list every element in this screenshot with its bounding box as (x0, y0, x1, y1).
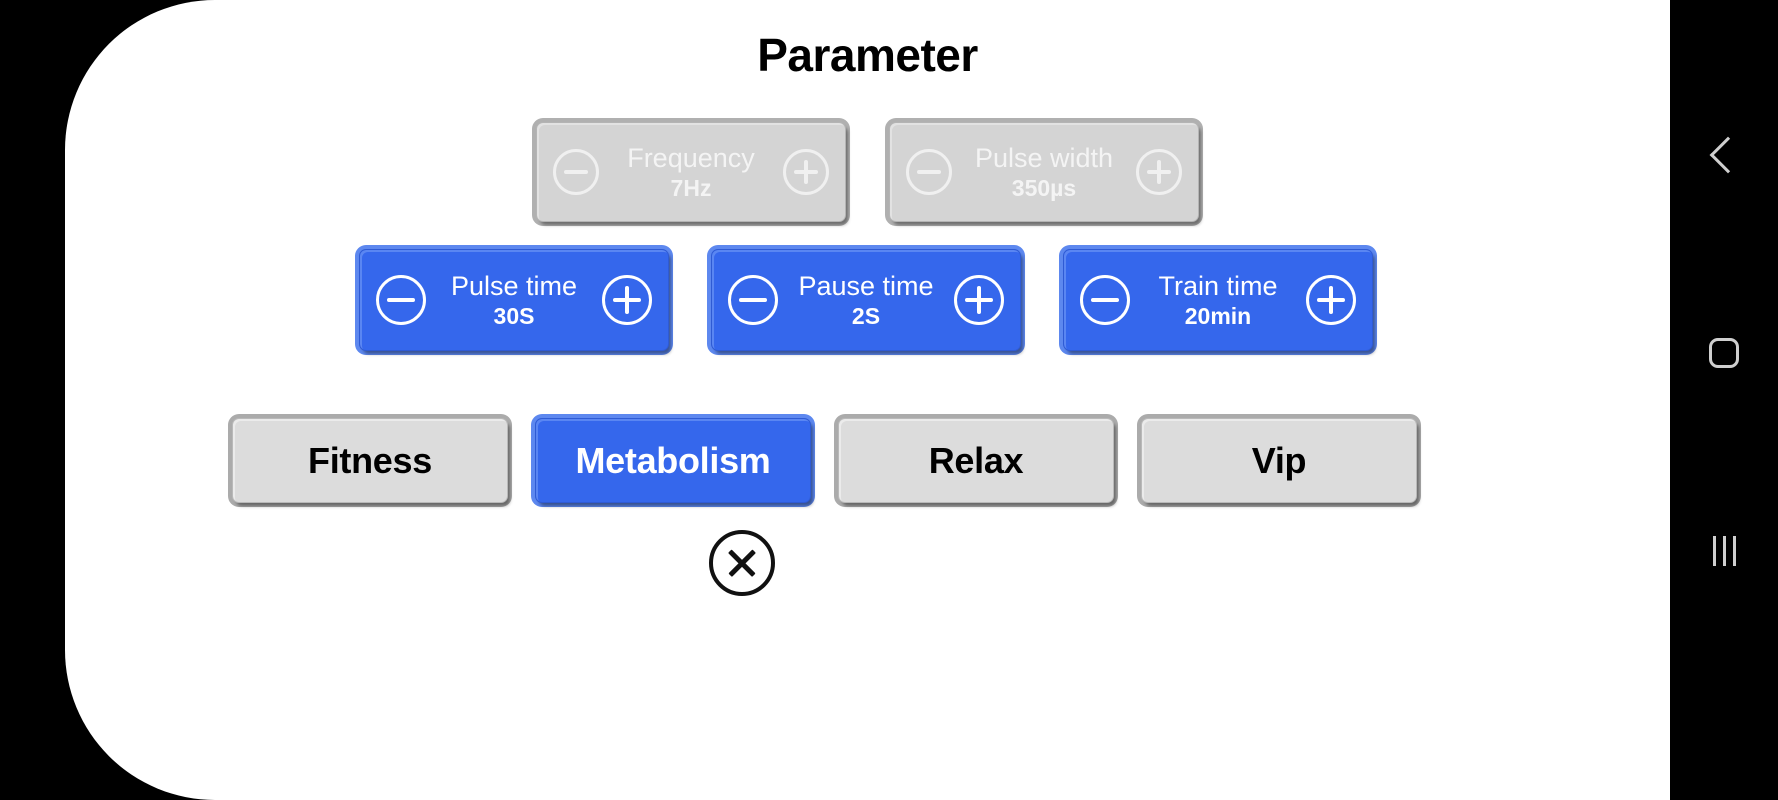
pulse-time-decrement-button[interactable] (376, 275, 426, 325)
chevron-left-icon (1709, 136, 1746, 174)
frequency-value: 7Hz (670, 174, 712, 201)
pulse-time-label: Pulse time (450, 270, 578, 301)
close-button[interactable] (709, 530, 775, 596)
minus-icon (916, 170, 942, 174)
train-time-decrement-button[interactable] (1080, 275, 1130, 325)
minus-icon (563, 170, 589, 174)
pause-time-value: 2S (851, 302, 881, 329)
train-time-value: 20min (1184, 302, 1252, 329)
plus-icon-vertical (804, 159, 808, 185)
mode-button-relax[interactable]: Relax (838, 418, 1114, 503)
pause-time-increment-button[interactable] (954, 275, 1004, 325)
stepper-pause-time[interactable]: Pause time 2S (711, 249, 1021, 351)
pulse-width-decrement-button[interactable] (906, 149, 952, 195)
pulse-time-value: 30S (493, 302, 535, 329)
frequency-labels: Frequency 7Hz (599, 142, 783, 201)
stepper-pulse-time[interactable]: Pulse time 30S (359, 249, 669, 351)
android-navigation-bar (1670, 0, 1778, 800)
pause-time-labels: Pause time 2S (778, 270, 954, 329)
nav-back-button[interactable] (1670, 122, 1778, 188)
minus-icon (739, 298, 767, 302)
train-time-increment-button[interactable] (1306, 275, 1356, 325)
stepper-frequency[interactable]: Frequency 7Hz (536, 122, 846, 222)
pause-time-label: Pause time (798, 270, 934, 301)
mode-button-metabolism[interactable]: Metabolism (535, 418, 811, 503)
plus-icon-vertical (977, 286, 981, 314)
parameter-row-primary: Frequency 7Hz Pulse width 350µs (536, 122, 1199, 222)
nav-home-button[interactable] (1670, 320, 1778, 386)
mode-selector: Fitness Metabolism Relax Vip (232, 418, 1417, 503)
pulse-time-labels: Pulse time 30S (426, 270, 602, 329)
mode-button-fitness[interactable]: Fitness (232, 418, 508, 503)
pause-time-decrement-button[interactable] (728, 275, 778, 325)
stepper-pulse-width[interactable]: Pulse width 350µs (889, 122, 1199, 222)
pulse-width-label: Pulse width (974, 142, 1114, 173)
frequency-label: Frequency (627, 142, 755, 173)
plus-icon-vertical (625, 286, 629, 314)
parameter-row-timing: Pulse time 30S Pause time 2S (359, 249, 1373, 351)
train-time-labels: Train time 20min (1130, 270, 1306, 329)
home-square-icon (1709, 338, 1739, 368)
nav-recents-button[interactable] (1670, 518, 1778, 584)
pulse-width-labels: Pulse width 350µs (952, 142, 1136, 201)
stepper-train-time[interactable]: Train time 20min (1063, 249, 1373, 351)
train-time-label: Train time (1158, 270, 1278, 301)
minus-icon (1091, 298, 1119, 302)
pulse-time-increment-button[interactable] (602, 275, 652, 325)
mode-button-vip[interactable]: Vip (1141, 418, 1417, 503)
pulse-width-increment-button[interactable] (1136, 149, 1182, 195)
plus-icon-vertical (1329, 286, 1333, 314)
minus-icon (387, 298, 415, 302)
plus-icon-vertical (1157, 159, 1161, 185)
pulse-width-value: 350µs (1011, 174, 1077, 201)
recents-bars-icon (1712, 536, 1736, 566)
frequency-increment-button[interactable] (783, 149, 829, 195)
frequency-decrement-button[interactable] (553, 149, 599, 195)
page-title: Parameter (757, 29, 978, 81)
app-panel: Parameter Frequency 7Hz (65, 0, 1670, 800)
